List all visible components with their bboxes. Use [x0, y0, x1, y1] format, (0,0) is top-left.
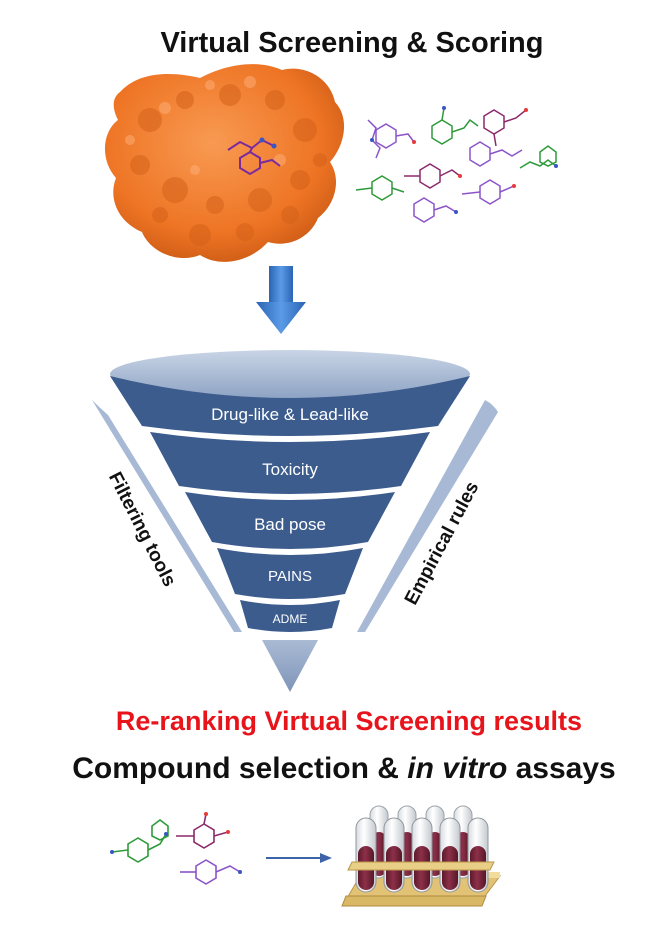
reranking-results-heading: Re-ranking Virtual Screening results [116, 706, 582, 736]
protein-surface-icon [104, 64, 345, 262]
funnel-stage-label: Toxicity [262, 460, 318, 479]
assay-suffix: assays [507, 752, 615, 785]
assay-italic: in vitro [407, 752, 507, 785]
compound-selection-heading: Compound selection & in vitro assays [72, 752, 615, 785]
funnel-stage-label: PAINS [268, 568, 312, 585]
funnel-stage-label: Bad pose [254, 515, 326, 534]
funnel-stage-label: Drug-like & Lead-like [211, 405, 369, 424]
ligand-molecule-icon [355, 106, 558, 223]
funnel-icon [110, 350, 470, 692]
assay-prefix: Compound selection & [72, 752, 407, 785]
funnel-stage-label: ADME [273, 612, 308, 626]
left-side-bar [92, 400, 242, 632]
filtering-tools-label: Filtering tools [104, 469, 180, 590]
test-tube-rack-icon [341, 805, 501, 907]
page-title: Virtual Screening & Scoring [160, 27, 543, 59]
right-arrow-icon [266, 853, 332, 863]
ligand-molecule-icon [110, 812, 242, 885]
right-side-bar [357, 400, 498, 632]
down-arrow-icon [256, 266, 306, 334]
